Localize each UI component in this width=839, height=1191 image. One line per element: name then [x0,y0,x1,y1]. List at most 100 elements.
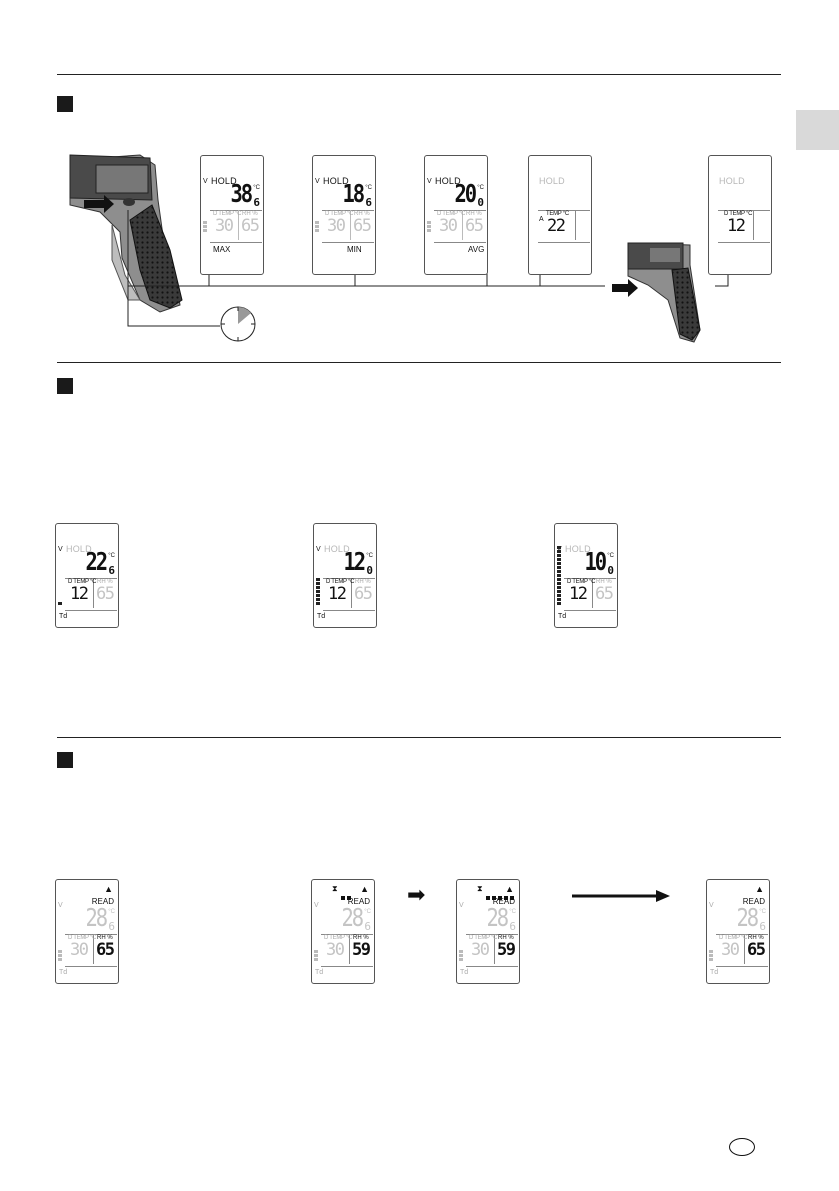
indicator: V [58,546,63,553]
indicator: V [557,546,562,553]
main-value: 12 [343,547,366,576]
dtemp-label: D TEMP °C [469,935,498,941]
divider [321,934,373,935]
decimal-value: 0 [366,564,373,577]
dtemp-label: D TEMP °C [724,211,753,217]
timer-icon [220,306,256,342]
divider [538,242,590,243]
divider [350,210,351,240]
section-1-illustration [69,154,729,343]
unit-label: °C [509,909,516,915]
progress-dots [341,887,353,900]
divider [564,578,616,579]
mode-label: AVG [468,245,485,254]
decimal-value: 6 [108,920,115,933]
main-value: 10 [584,547,607,576]
rh-label: RH % [242,211,258,217]
level-bars [557,546,562,606]
hourglass-icon: ⧗ [332,884,338,893]
read-label: READ [347,897,370,906]
td-label: Td [558,613,567,620]
dtemp-value: 30 [471,940,490,960]
level-bars [58,602,63,606]
divider [323,578,375,579]
level-bars [203,221,208,233]
hold-label: HOLD [435,176,461,186]
display-read-3: ⧗ ▲ READ V 28 °C 6 D TEMP °C 30 RH % 59 … [456,879,520,984]
display-dtemp: HOLD D TEMP °C 12 [708,155,772,275]
rh-label: RH % [498,935,514,941]
unit-label: °C [364,909,371,915]
unit-label: °C [366,553,373,559]
rh-value: 59 [497,940,516,960]
dtemp-value: 12 [70,584,89,604]
divider [238,210,239,240]
level-bars [315,221,320,233]
hourglass-icon: ⧗ [477,884,483,893]
divider [210,242,262,243]
rh-value: 65 [241,216,260,236]
main-value: 18 [342,179,365,208]
dtemp-label: D TEMP °C [437,211,466,217]
dtemp-value: 30 [70,940,89,960]
decimal-value: 6 [509,920,516,933]
decimal-value: 0 [607,564,614,577]
rh-label: RH % [97,579,113,585]
rh-label: RH % [353,935,369,941]
rh-label: RH % [354,211,370,217]
main-value: 20 [454,179,477,208]
display-avg: V HOLD 20 °C 0 D TEMP °C 30 RH % 65 AVG [424,155,488,275]
hold-label: HOLD [539,176,565,186]
level-bars [427,221,432,233]
display-dewpoint-3: V HOLD 10 °C 0 D TEMP °C 12 RH % 65 Td [554,523,618,628]
divider [575,210,576,240]
divider [65,610,117,611]
rh-value: 65 [465,216,484,236]
decimal-value: 6 [365,196,372,209]
divider [93,934,94,964]
rh-label: RH % [466,211,482,217]
divider [466,934,518,935]
dtemp-label: D TEMP °C [324,935,353,941]
main-value: 28 [85,903,108,932]
dtemp-label: D TEMP °C [719,935,748,941]
mode-label: MIN [347,245,362,254]
hold-label: HOLD [324,544,350,554]
divider [434,210,486,211]
rh-value: 65 [747,940,766,960]
language-badge [729,1138,755,1156]
indicator: V [459,902,464,909]
language-tab [796,110,839,150]
display-dewpoint-1: V HOLD 22 °C 6 D TEMP °C 12 RH % 65 Td [55,523,119,628]
dtemp-label: D TEMP °C [325,211,354,217]
decimal-value: 6 [364,920,371,933]
divider [321,966,373,967]
dtemp-value: 30 [439,216,458,236]
rh-value: 65 [595,584,614,604]
main-value: 28 [736,903,759,932]
hold-label: HOLD [211,176,237,186]
divider [349,934,350,964]
divider [323,610,375,611]
divider [744,934,745,964]
td-label: Td [315,969,324,976]
divider [466,966,518,967]
decimal-value: 6 [759,920,766,933]
mode-label: MAX [213,245,231,254]
level-bars [316,578,321,606]
divider [65,966,117,967]
display-read-1: ▲ READ V 28 °C 6 D TEMP °C 30 RH % 65 Td [55,879,119,984]
display-dewpoint-2: V HOLD 12 °C 0 D TEMP °C 12 RH % 65 Td [313,523,377,628]
rh-value: 65 [96,940,115,960]
unit-label: °C [607,553,614,559]
dtemp-value: 12 [328,584,347,604]
hold-label: HOLD [565,544,591,554]
display-read-2: ⧗ ▲ READ V 28 °C 6 D TEMP °C 30 RH % 59 … [311,879,375,984]
section-2-marker [57,378,73,394]
temp-label: TEMP °C [546,211,569,217]
section-3-marker [57,752,73,768]
divider [716,934,768,935]
read-label: READ [742,897,765,906]
unit-label: °C [365,185,372,191]
unit-label: °C [477,185,484,191]
